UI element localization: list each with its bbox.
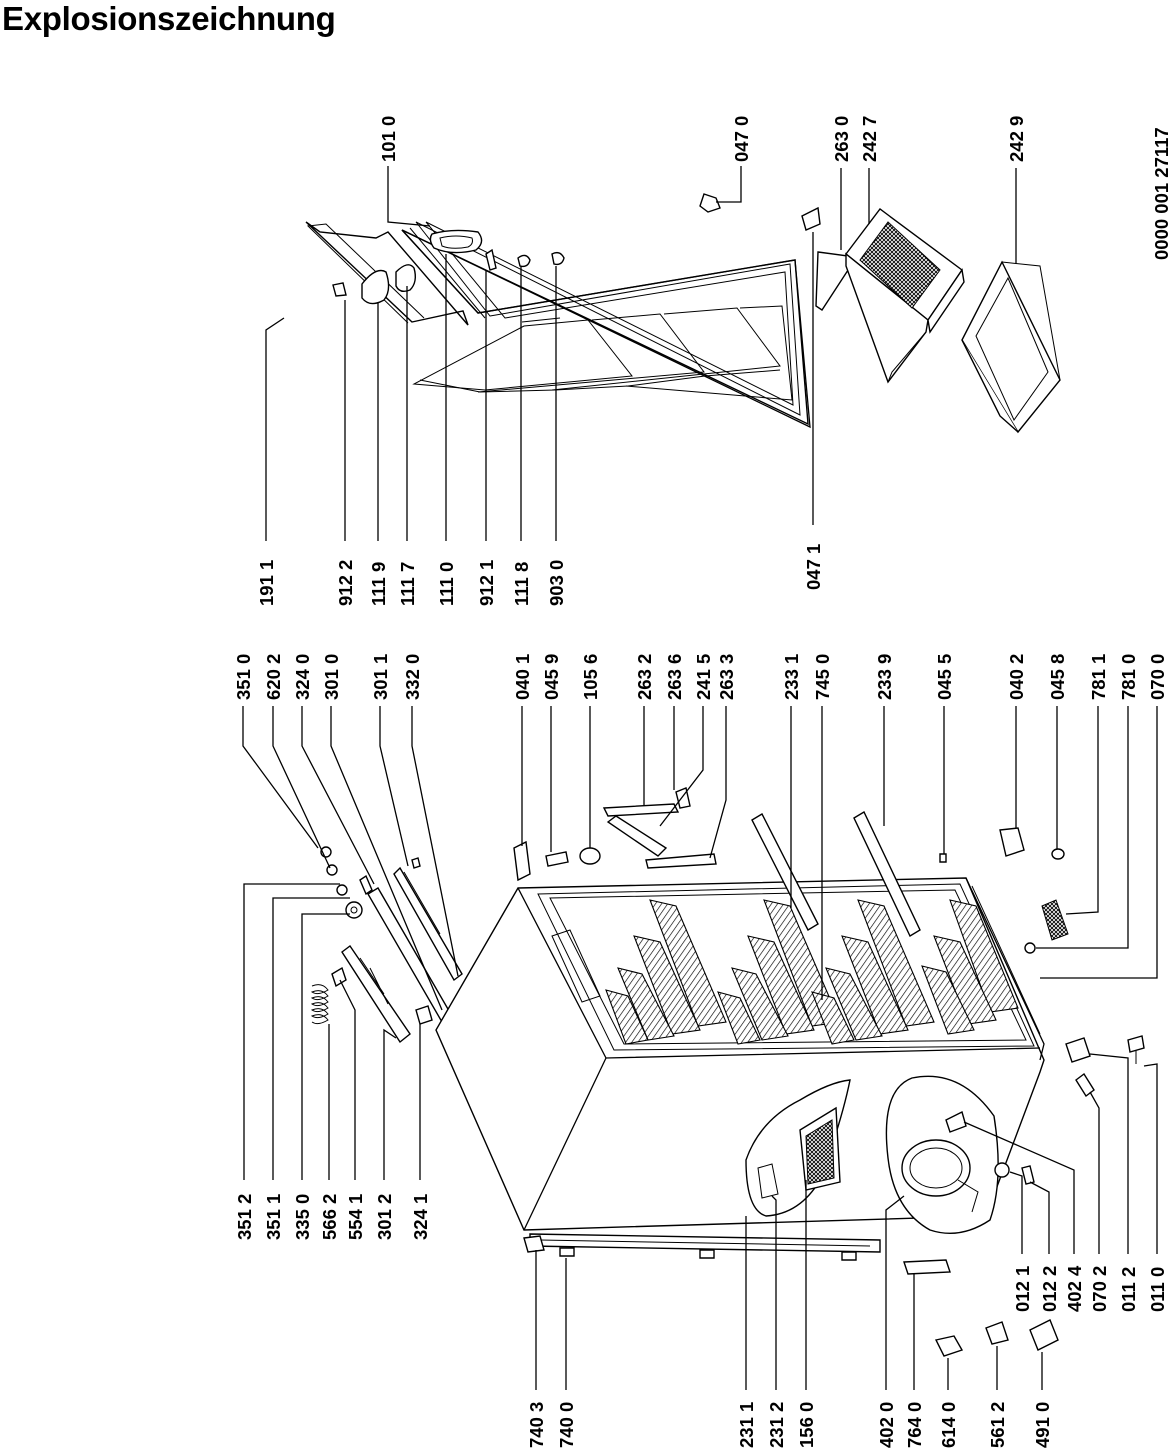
interior-parts-drawing xyxy=(513,787,1069,954)
part-label: 301 2 xyxy=(374,1194,395,1240)
part-label: 351 1 xyxy=(263,1194,284,1240)
part-label: 263 0 xyxy=(831,116,852,162)
part-label: 745 0 xyxy=(812,654,833,700)
part-label: 263 2 xyxy=(634,654,655,700)
part-label: 231 2 xyxy=(766,1402,787,1448)
part-label: 191 1 xyxy=(256,560,277,606)
part-label: 912 1 xyxy=(476,560,497,606)
part-label: 242 7 xyxy=(859,116,880,162)
part-label: 040 1 xyxy=(512,654,533,700)
document-number: 0000 001 27117 xyxy=(1151,127,1172,260)
part-label: 554 1 xyxy=(345,1194,366,1240)
part-label: 040 2 xyxy=(1006,654,1027,700)
part-label: 011 2 xyxy=(1118,1267,1139,1312)
part-label: 740 3 xyxy=(526,1402,547,1448)
part-label: 764 0 xyxy=(904,1402,925,1448)
part-label: 781 1 xyxy=(1088,654,1109,700)
part-label: 047 1 xyxy=(803,544,824,590)
part-label: 011 0 xyxy=(1147,1267,1168,1312)
part-label: 263 6 xyxy=(664,654,685,700)
part-label: 111 0 xyxy=(436,562,457,606)
part-label: 332 0 xyxy=(402,654,423,700)
part-label: 111 7 xyxy=(397,562,418,606)
part-label: 045 9 xyxy=(541,654,562,700)
part-label: 231 1 xyxy=(736,1402,757,1448)
part-label: 012 2 xyxy=(1039,1266,1060,1312)
part-label: 070 2 xyxy=(1089,1266,1110,1312)
part-label: 351 2 xyxy=(234,1194,255,1240)
part-label: 047 0 xyxy=(731,116,752,162)
part-label: 566 2 xyxy=(319,1194,340,1240)
part-label: 491 0 xyxy=(1032,1402,1053,1448)
part-label: 324 1 xyxy=(410,1194,431,1240)
part-label: 781 0 xyxy=(1118,654,1139,700)
part-label: 335 0 xyxy=(292,1194,313,1240)
part-label: 233 9 xyxy=(874,654,895,700)
page-title: Explosionszeichnung xyxy=(2,0,336,37)
drawers-drawing xyxy=(815,208,1061,434)
part-label: 045 8 xyxy=(1047,654,1068,700)
part-label: 912 2 xyxy=(335,560,356,606)
part-label: 045 5 xyxy=(934,654,955,700)
part-label: 561 2 xyxy=(987,1402,1008,1448)
part-label: 324 0 xyxy=(292,654,313,700)
part-label: 105 6 xyxy=(580,654,601,700)
part-label: 233 1 xyxy=(781,654,802,700)
part-label: 111 9 xyxy=(368,562,389,606)
part-label: 402 0 xyxy=(876,1402,897,1448)
part-label: 402 4 xyxy=(1064,1265,1085,1312)
part-label: 101 0 xyxy=(378,116,399,162)
part-label: 903 0 xyxy=(546,560,567,606)
part-label: 301 0 xyxy=(321,654,342,700)
part-label: 156 0 xyxy=(796,1402,817,1448)
part-label: 012 1 xyxy=(1012,1266,1033,1312)
part-label: 351 0 xyxy=(233,654,254,700)
cabinet-drawing xyxy=(435,877,1145,1357)
part-label: 614 0 xyxy=(938,1402,959,1448)
part-label: 263 3 xyxy=(716,654,737,700)
control-panel-drawing xyxy=(310,846,463,1044)
part-label: 301 1 xyxy=(370,654,391,700)
part-labels: 191 1 912 2 111 9 111 7 111 0 912 1 111 … xyxy=(233,116,1172,1448)
leader-lines xyxy=(242,166,1158,1390)
part-label: 242 9 xyxy=(1006,116,1027,162)
part-label: 620 2 xyxy=(263,654,284,700)
part-label: 111 8 xyxy=(511,562,532,606)
part-label: 740 0 xyxy=(556,1402,577,1448)
door-drawing xyxy=(305,193,821,429)
part-label: 070 0 xyxy=(1147,654,1168,700)
part-label: 241 5 xyxy=(693,654,714,700)
